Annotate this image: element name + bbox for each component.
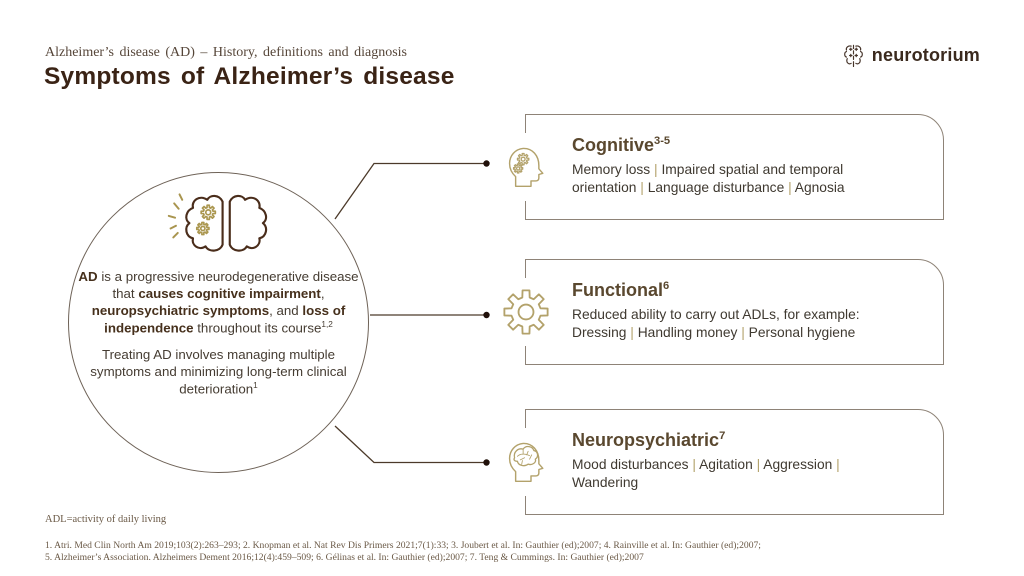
reference-superscript: 3-5 [654, 134, 671, 147]
circle-paragraph-2: Treating AD involves managing multiple s… [90, 346, 347, 397]
bold-ad: AD [78, 269, 98, 284]
neurotorium-logo: neurotorium [841, 42, 980, 69]
symptom-box-cognitive: Cognitive3-5 Memory loss | Impaired spat… [494, 114, 944, 220]
symptom-box-functional: Functional6 Reduced ability to carry out… [494, 259, 944, 365]
slide-eyebrow: Alzheimer’s disease (AD) – History, defi… [45, 45, 407, 60]
box-body-cognitive: Memory loss | Impaired spatial and tempo… [572, 161, 845, 195]
reference-superscript: 7 [719, 429, 726, 442]
neurotorium-brain-logo-icon [841, 42, 866, 69]
box-body-functional: Reduced ability to carry out ADLs, for e… [572, 306, 860, 340]
abbreviation-footnote: ADL=activity of daily living [45, 514, 167, 525]
head-with-brain-icon [494, 428, 558, 496]
circle-text: AD is a progressive neurodegenerative di… [75, 263, 363, 398]
central-circle: AD is a progressive neurodegenerative di… [68, 172, 369, 473]
reference-superscript: 1 [253, 380, 258, 390]
references: 1. Atri. Med Clin North Am 2019;103(2):2… [45, 540, 761, 564]
head-with-gears-icon [494, 133, 558, 201]
logo-text: neurotorium [871, 45, 980, 65]
brain-with-gears-icon [167, 185, 271, 263]
circle-paragraph-1: AD is a progressive neurodegenerative di… [78, 269, 359, 336]
reference-superscript: 6 [663, 279, 670, 292]
reference-superscript: 1,2 [321, 319, 333, 329]
page-title: Symptoms of Alzheimer’s disease [44, 63, 455, 90]
gear-icon [494, 278, 558, 346]
box-body-neuropsychiatric: Mood disturbances | Agitation | Aggressi… [572, 456, 840, 490]
symptom-box-neuropsychiatric: Neuropsychiatric7 Mood disturbances | Ag… [494, 409, 944, 515]
box-title-cognitive: Cognitive3-5 [572, 134, 671, 155]
box-title-neuropsychiatric: Neuropsychiatric7 [572, 429, 726, 450]
box-title-functional: Functional6 [572, 279, 670, 300]
